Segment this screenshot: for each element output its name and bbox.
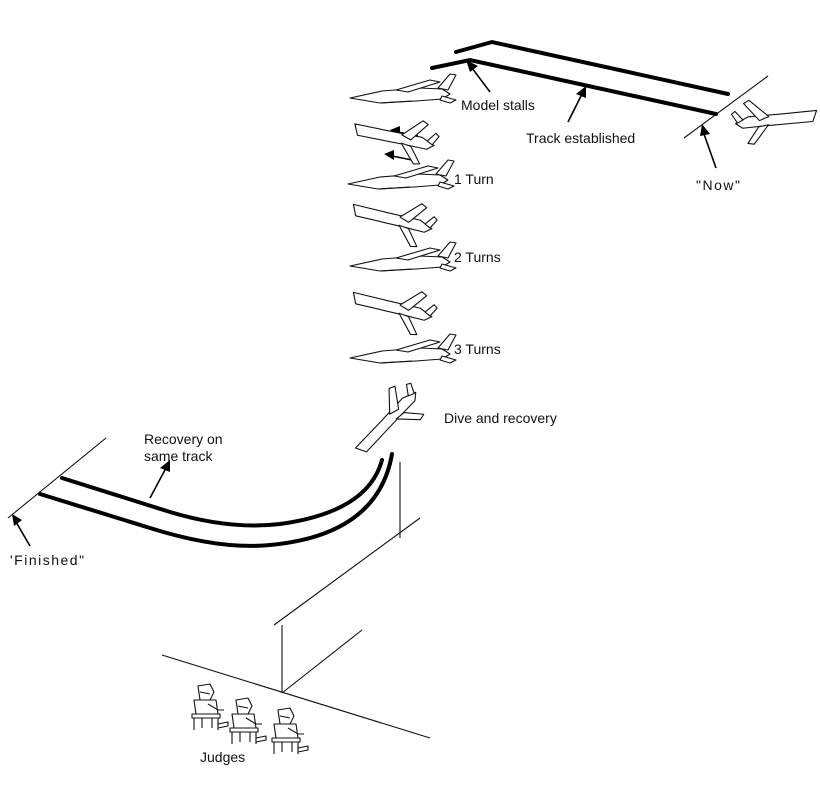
- recovery-label-line2: same track: [144, 448, 213, 464]
- judge-1: [191, 683, 229, 731]
- track-established-label: Track established: [526, 130, 636, 146]
- one-turn-label: 1 Turn: [454, 171, 494, 187]
- entry-track: [430, 39, 730, 116]
- glider-turn-3: [349, 333, 457, 364]
- glider-turn-1: [347, 159, 455, 190]
- two-turns-label: 2 Turns: [454, 249, 501, 265]
- ground-reference-lines: [7, 75, 769, 739]
- dive-recovery-label: Dive and recovery: [444, 410, 557, 426]
- glider-spin-a: [348, 100, 443, 170]
- glider-dive: [339, 375, 434, 464]
- glider-now: [728, 86, 820, 149]
- judge-2: [229, 697, 267, 745]
- finished-label: 'Finished": [10, 552, 86, 568]
- spin-sequence: [339, 73, 457, 464]
- glider-spin-b: [346, 181, 442, 253]
- recovery-label-line1: Recovery on: [144, 431, 223, 447]
- three-turns-label: 3 Turns: [454, 341, 501, 357]
- judges-label: Judges: [200, 749, 246, 765]
- judge-3: [271, 707, 309, 755]
- model-stalls-label: Model stalls: [461, 97, 535, 113]
- now-label: "Now": [696, 177, 742, 193]
- glider-stall: [349, 73, 457, 104]
- glider-turn-2: [349, 241, 457, 272]
- recovery-track: [38, 452, 394, 548]
- glider-spin-c: [346, 269, 442, 341]
